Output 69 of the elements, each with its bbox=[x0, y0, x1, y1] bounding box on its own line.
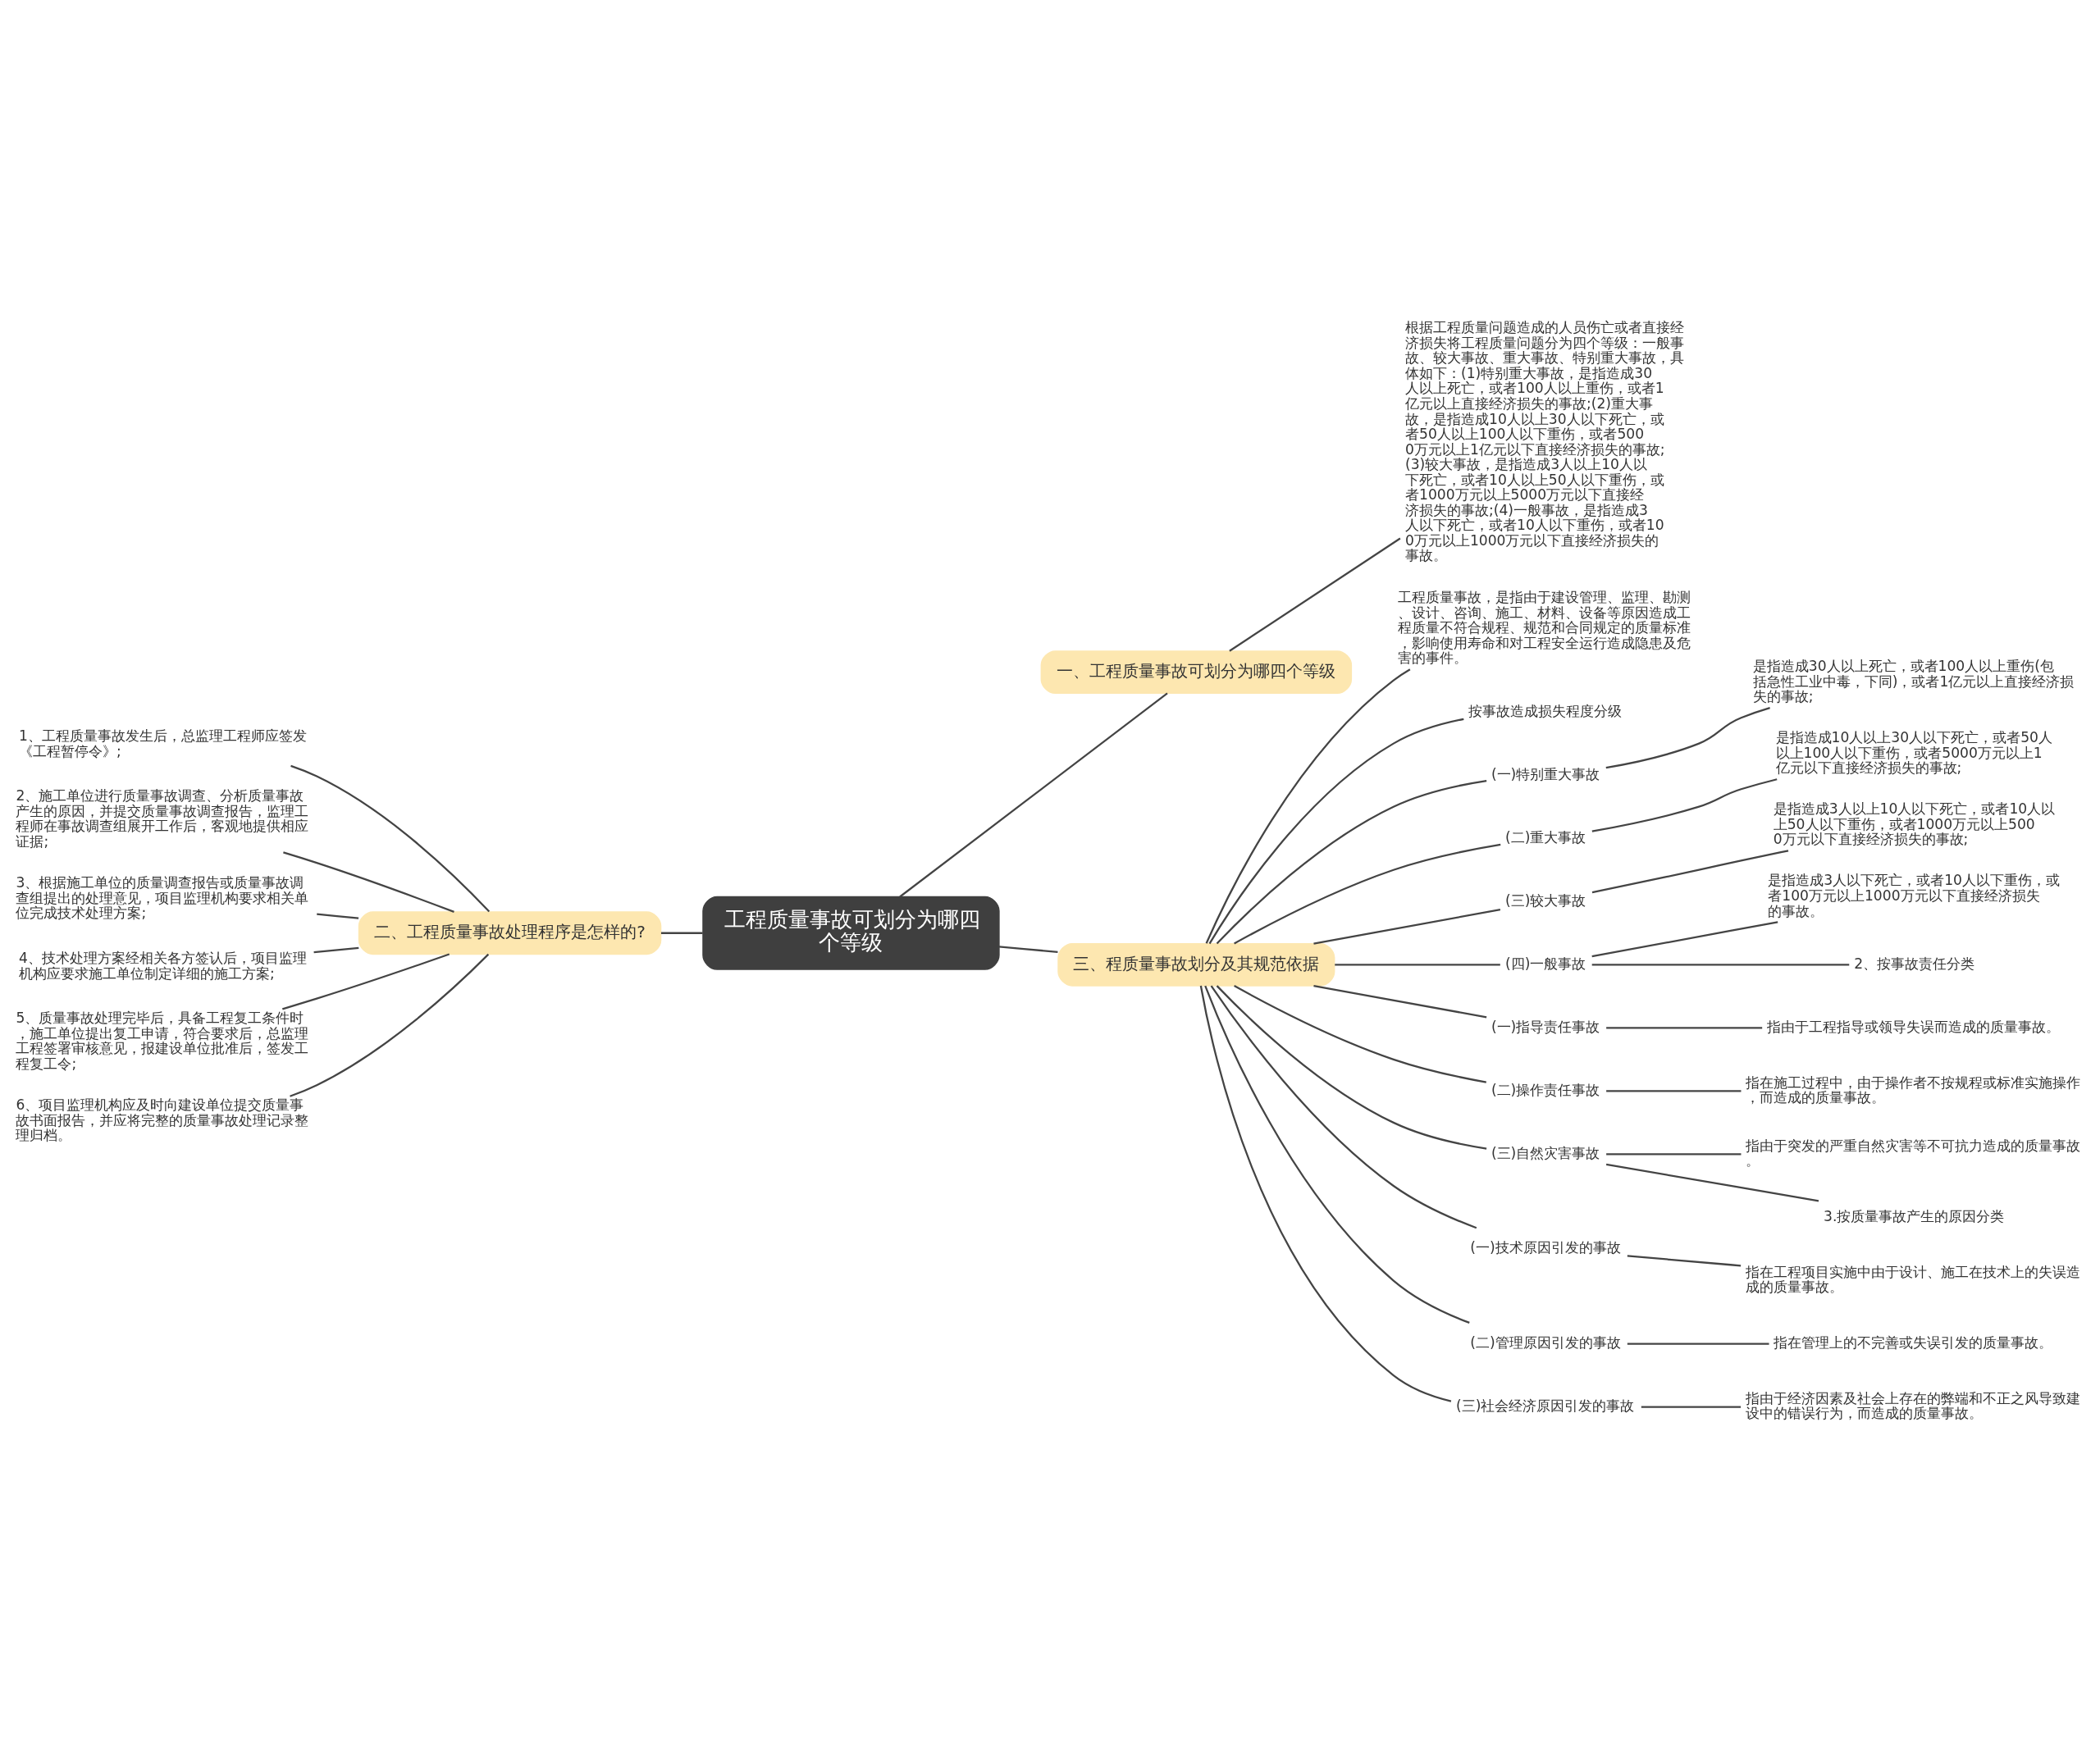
connector bbox=[1627, 1342, 1769, 1345]
node-text: 按事故造成损失程度分级 bbox=[1468, 702, 1623, 719]
connector bbox=[1210, 984, 1477, 1229]
connector bbox=[998, 945, 1058, 953]
connector bbox=[1606, 1089, 1742, 1092]
node-text: 指在施工过程中，由于操作者不按规程或标准实施操作，而造成的质量事故。 bbox=[1746, 1074, 2081, 1105]
node-text: (四)一般事故 bbox=[1505, 955, 1586, 972]
node-text: 指在工程项目实施中由于设计、施工在技术上的失误造成的质量事故。 bbox=[1746, 1263, 2081, 1295]
node-text: 3.按质量事故产生的原因分类 bbox=[1824, 1207, 2005, 1224]
node-text: (二)操作责任事故 bbox=[1491, 1081, 1600, 1098]
connector bbox=[290, 953, 490, 1097]
node-text: 2、按事故责任分类 bbox=[1854, 955, 1975, 972]
connector bbox=[1313, 908, 1501, 945]
connector bbox=[281, 952, 450, 1010]
node-text: 1、工程质量事故发生后，总监理工程师应签发《工程暂停令》; bbox=[19, 727, 307, 759]
node-text: 指在管理上的不完善或失误引发的质量事故。 bbox=[1774, 1333, 2053, 1351]
connector bbox=[1591, 920, 1778, 957]
connector bbox=[1204, 985, 1470, 1324]
node-text: 2、施工单位进行质量事故调查、分析质量事故产生的原因，并提交质量事故调查报告，监理工程师在事故调查组展开工作后，客观地提供相应证据; bbox=[16, 786, 309, 850]
node-text: 是指造成3人以下死亡，或者10人以下重伤，或者100万元以上1000万元以下直接经济损失的事故。 bbox=[1768, 871, 2060, 919]
node-text: 3、根据施工单位的质量调查报告或质量事故调查组提出的处理意见，项目监理机构要求相关单位完成技术处理方案; bbox=[16, 873, 309, 921]
connector bbox=[290, 764, 491, 912]
connector bbox=[1205, 668, 1411, 944]
connector bbox=[1605, 706, 1770, 768]
node-text: (一)特别重大事故 bbox=[1491, 765, 1600, 782]
node-text: 工程质量事故，是指由于建设管理、监理、勘测、设计、咨询、施工、材料、设备等原因造成工程质量不符合规程、规范和合同规定的质量标准，影响使用寿命和对工程安全运行造成隐患及危害的事件。 bbox=[1398, 588, 1691, 666]
node-text: (三)自然灾害事故 bbox=[1491, 1144, 1600, 1161]
node-text: (三)社会经济原因引发的事故 bbox=[1456, 1397, 1635, 1414]
connector bbox=[1605, 1163, 1819, 1202]
node-text: 4、技术处理方案经相关各方签认后，项目监理机构应要求施工单位制定详细的施工方案; bbox=[19, 949, 307, 982]
connector bbox=[1591, 849, 1789, 893]
node-box: 二、工程质量事故处理程序是怎样的? bbox=[358, 910, 662, 955]
node-text: 5、质量事故处理完毕后，具备工程复工条件时，施工单位提出复工申请，符合要求后，总监理工程签署审核意见，报建设单位批准后，签发工程复工令; bbox=[16, 1009, 309, 1072]
node-text: 指由于工程指导或领导失误而造成的质量事故。 bbox=[1766, 1018, 2060, 1035]
node-text: 指由于经济因素及社会上存在的弊端和不正之风导致建设中的错误行为，而造成的质量事故。 bbox=[1746, 1389, 2081, 1421]
node-text: (三)较大事故 bbox=[1505, 891, 1586, 909]
node-text: 是指造成30人以上死亡，或者100人以上重伤(包括急性工业中毒，下同)，或者1亿元以上直接经济损失的事故; bbox=[1752, 657, 2075, 704]
connector bbox=[899, 692, 1168, 897]
connector bbox=[1606, 1026, 1763, 1028]
connector bbox=[1641, 1405, 1742, 1408]
node-box: 工程质量事故可划分为哪四个等级 bbox=[702, 896, 1000, 970]
connector bbox=[1216, 984, 1487, 1150]
connector bbox=[1335, 963, 1500, 965]
connector bbox=[660, 932, 703, 934]
connector bbox=[1234, 984, 1486, 1083]
node-text: 是指造成3人以上10人以下死亡，或者10人以上50人以下重伤，或者1000万元以上5000万元以下直接经济损失的事故; bbox=[1773, 800, 2056, 847]
node-text: (二)重大事故 bbox=[1505, 828, 1586, 846]
node-text: 是指造成10人以上30人以下死亡，或者50人以上100人以下重伤，或者5000万元以上1亿元以下直接经济损失的事故; bbox=[1775, 728, 2052, 776]
connector bbox=[283, 850, 454, 913]
node-text: 根据工程质量问题造成的人员伤亡或者直接经济损失将工程质量问题分为四个等级：一般事故、较大事故、重大事故、特别重大事故，具体如下：(1)特别重大事故，是指造成30人以上死亡，或者100人以上重伤，或者1亿元以上直接经济损失的事故;(2)重大事故，是指造成10人以上30人以下死亡，或者50人以上100人以下重伤，或者5000万元以上1亿元以下直接经济损失的事故;(3)较大事故，是指造成3人以上10人以下死亡，或者10人以上50人以下重伤，或者1000万元以上5000万元以下直接经济损失的事故;(4)一般事故，是指造成3人以下死亡，或者10人以下重伤，或者100万元以上1000万元以下直接经济损失的事故。 bbox=[1405, 318, 1685, 563]
node-text: (一)指导责任事故 bbox=[1491, 1018, 1600, 1035]
connector bbox=[1606, 1152, 1742, 1156]
connector bbox=[1591, 963, 1850, 965]
connector bbox=[1627, 1254, 1742, 1266]
node-box: 一、工程质量事故可划分为哪四个等级 bbox=[1040, 650, 1353, 694]
node-text: (一)技术原因引发的事故 bbox=[1470, 1238, 1621, 1256]
connector bbox=[1234, 843, 1501, 944]
node-text: 6、项目监理机构应及时向建设单位提交质量事故书面报告，并应将完整的质量事故处理记录整理归档。 bbox=[16, 1096, 309, 1143]
connector bbox=[1208, 718, 1464, 944]
node-text: 指由于突发的严重自然灾害等不可抗力造成的质量事故。 bbox=[1746, 1137, 2081, 1169]
connector bbox=[317, 913, 359, 919]
connector bbox=[1229, 537, 1401, 652]
connector bbox=[313, 946, 359, 953]
connector bbox=[1199, 985, 1452, 1402]
connector bbox=[1313, 984, 1487, 1018]
node-box: 三、程质量事故划分及其规范依据 bbox=[1057, 942, 1335, 987]
node-text: (二)管理原因引发的事故 bbox=[1470, 1333, 1621, 1351]
connector bbox=[1591, 777, 1778, 832]
connector bbox=[1216, 779, 1487, 944]
